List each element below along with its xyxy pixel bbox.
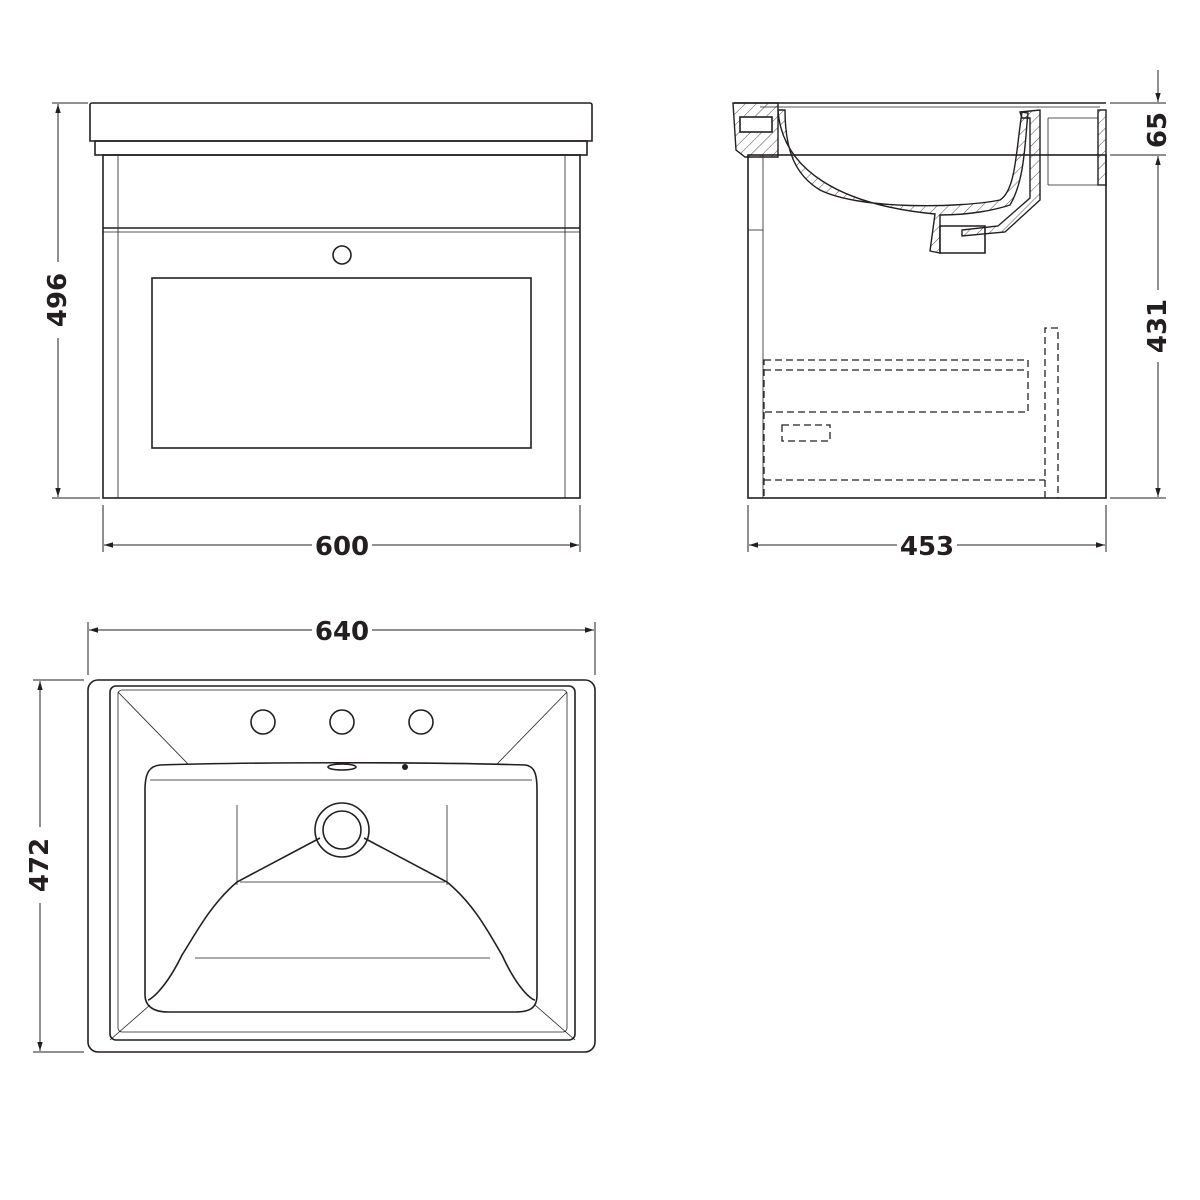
dimension-side-cabinet-height: 431 (1110, 190, 1173, 499)
drawer-handle (332, 245, 352, 265)
drain-outer (314, 802, 370, 858)
basin-top (89, 102, 593, 142)
dimension-front-height: 496 (43, 102, 100, 499)
basin-outline (87, 679, 596, 1053)
dimension-label-640: 640 (315, 617, 369, 647)
drawer-panel (151, 277, 532, 449)
drawer-runner-hidden (1044, 327, 1059, 498)
side-cabinet (747, 154, 1107, 499)
drain-inner (322, 810, 362, 850)
dimension-label-453: 453 (900, 532, 954, 562)
dimension-top-depth: 472 (25, 679, 84, 1053)
dimension-side-basin-height: 65 (1110, 70, 1173, 190)
dimension-top-width: 640 (87, 617, 596, 675)
overflow-section (961, 109, 1041, 237)
drawer-handle-hidden (781, 424, 831, 442)
top-view (87, 679, 596, 1053)
dimension-label-65: 65 (1143, 112, 1173, 148)
drawer-hidden (763, 359, 1029, 413)
basin-lip (94, 140, 588, 156)
tap-hole-left (250, 709, 276, 735)
front-view (89, 102, 593, 499)
dimension-label-472: 472 (25, 838, 55, 892)
tap-hole-center (329, 709, 355, 735)
dimension-side-depth: 453 (747, 505, 1107, 562)
tap-hole-right (408, 709, 434, 735)
dimension-label-496: 496 (43, 273, 73, 327)
overflow-slot (327, 763, 357, 771)
dimension-front-width: 600 (102, 505, 581, 562)
side-view (732, 102, 1107, 499)
overflow-dot (402, 764, 408, 770)
cabinet (102, 154, 581, 499)
dimension-label-431: 431 (1143, 299, 1173, 353)
dimension-label-600: 600 (315, 532, 369, 562)
bowl-outline (144, 761, 538, 1013)
bowl-contour (147, 837, 536, 1001)
